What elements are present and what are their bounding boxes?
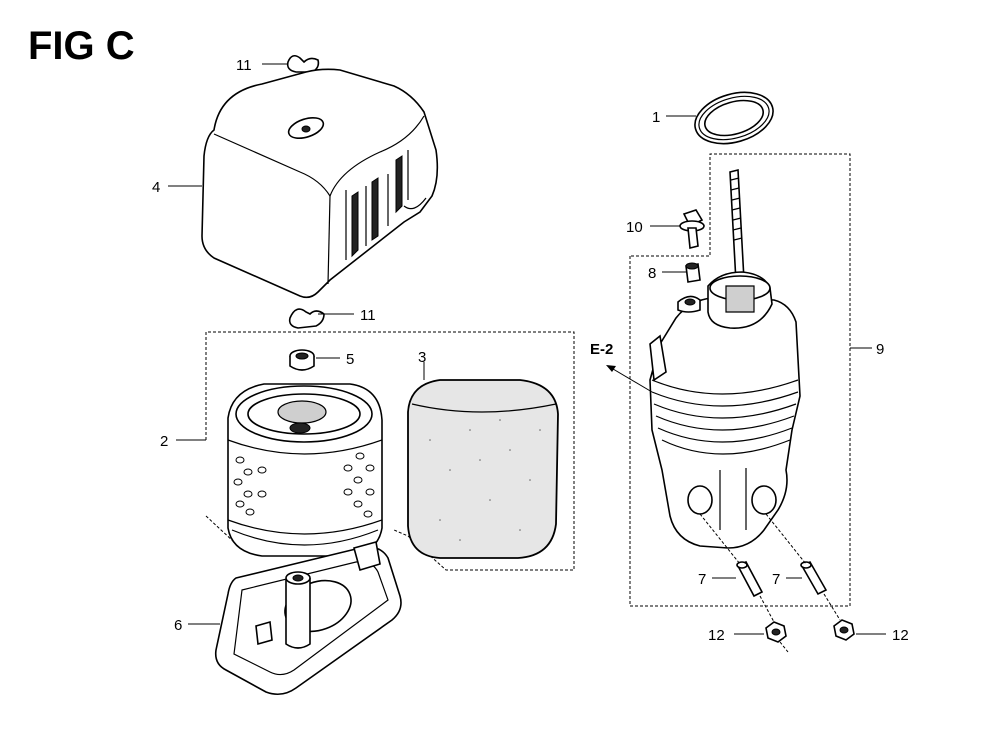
flange-bolt	[679, 209, 705, 250]
callout-11-bottom: 11	[360, 307, 376, 324]
callout-4: 4	[152, 179, 160, 196]
callout-3: 3	[418, 349, 426, 366]
element-nut	[289, 349, 315, 371]
callout-9: 9	[876, 341, 884, 358]
foam-pre-cleaner	[407, 379, 559, 559]
callout-1: 1	[652, 109, 660, 126]
callout-7-right: 7	[772, 571, 780, 588]
wing-nut-bottom	[288, 308, 325, 329]
callout-e2-reference: E-2	[590, 341, 613, 358]
air-cleaner-elbow	[649, 271, 801, 549]
callout-12-right: 12	[892, 627, 909, 644]
air-cleaner-cover	[201, 68, 439, 299]
air-cleaner-case	[214, 540, 402, 696]
gasket-ring	[694, 91, 774, 145]
guide-pin-right	[800, 560, 828, 596]
collar	[685, 262, 701, 283]
figure-title: FIG C	[28, 24, 135, 68]
callout-11-top: 11	[236, 57, 252, 74]
callout-7-left: 7	[698, 571, 706, 588]
callout-5: 5	[346, 351, 354, 368]
guide-pin-left	[736, 560, 764, 598]
callout-10: 10	[626, 219, 643, 236]
wing-nut-top	[286, 54, 320, 73]
filter-element	[227, 383, 383, 557]
callout-6: 6	[174, 617, 182, 634]
callout-12-left: 12	[708, 627, 725, 644]
callout-8: 8	[648, 265, 656, 282]
stud-bolt	[729, 168, 745, 284]
flange-nut-left	[765, 621, 787, 643]
callout-2: 2	[160, 433, 168, 450]
flange-nut-right	[833, 619, 855, 641]
